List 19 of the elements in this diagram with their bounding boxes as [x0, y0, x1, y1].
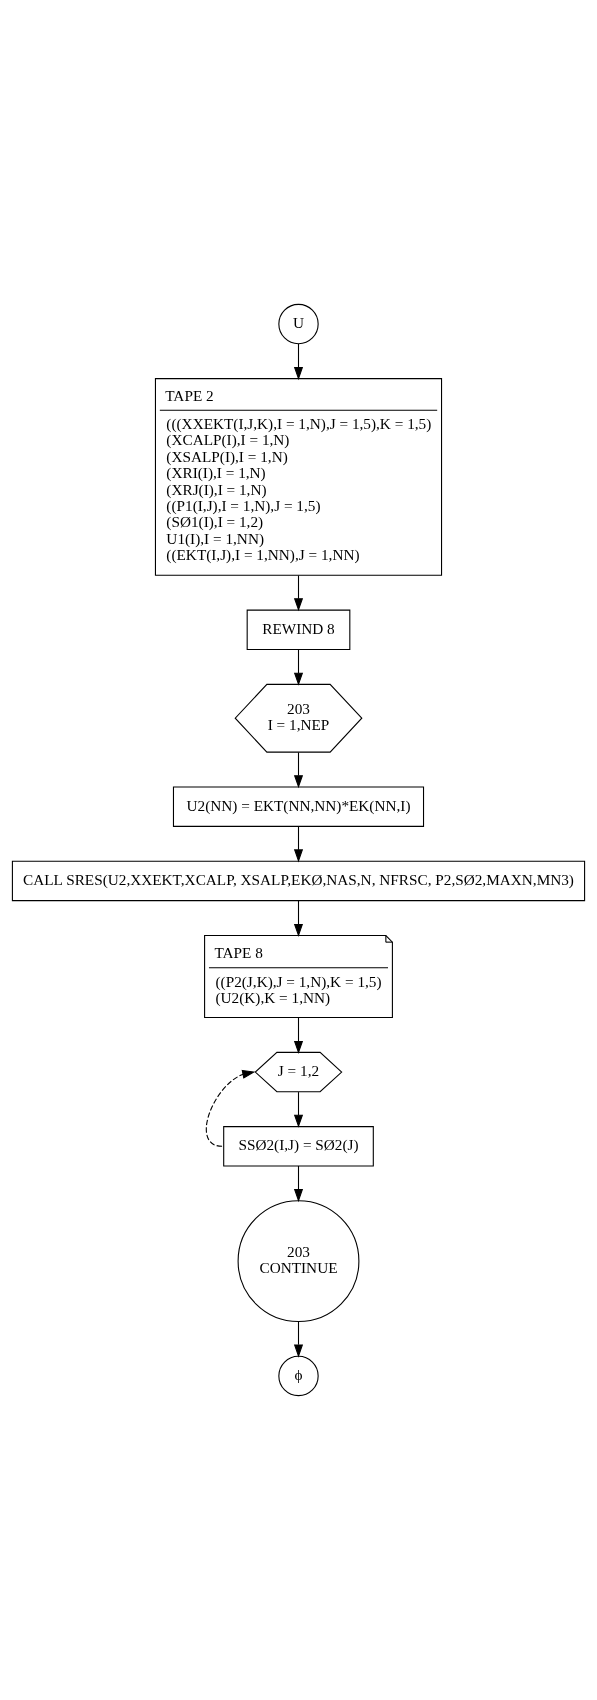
node-circle: ϕ	[278, 1355, 319, 1397]
arrow	[293, 575, 304, 612]
node-circle: U	[278, 303, 319, 345]
arrow	[293, 649, 304, 686]
arrow	[293, 1091, 304, 1128]
arrow	[293, 1017, 304, 1055]
arrow	[293, 1165, 304, 1203]
node-circle: 203 CONTINUE	[237, 1200, 360, 1323]
arrow	[293, 900, 304, 937]
arrow	[293, 826, 304, 863]
node-box: TAPE 2 (((XXEKT(I,J,K),I = 1,N),J = 1,5),K = 1,5) (XCALP(I),I = 1,N) (XSALP(I),I = 1,N) (XRI(I),I = 1,N) (XRJ(I),I = 1,N) ((P1(I,J),I = 1,N),J = 1,5) (SØ1(I),I = 1,2) U1(I),I = 1,NN) ((EKT(I,J),I = 1,NN),J = 1,NN)	[154, 378, 443, 576]
arrow	[293, 1321, 304, 1358]
node-box: CALL SRES(U2,XXEKT,XCALP, XSALP,EKØ,NAS,N, NFRSC, P2,SØ2,MAXN,MN3)	[11, 860, 586, 902]
node-box: SSØ2(I,J) = SØ2(J)	[223, 1126, 374, 1167]
node-box: U2(NN) = EKT(NN,NN)*EK(NN,I)	[172, 786, 425, 827]
arrow	[205, 1069, 256, 1147]
arrow	[293, 751, 304, 789]
node-box: REWIND 8	[246, 609, 351, 650]
arrow	[293, 343, 304, 381]
